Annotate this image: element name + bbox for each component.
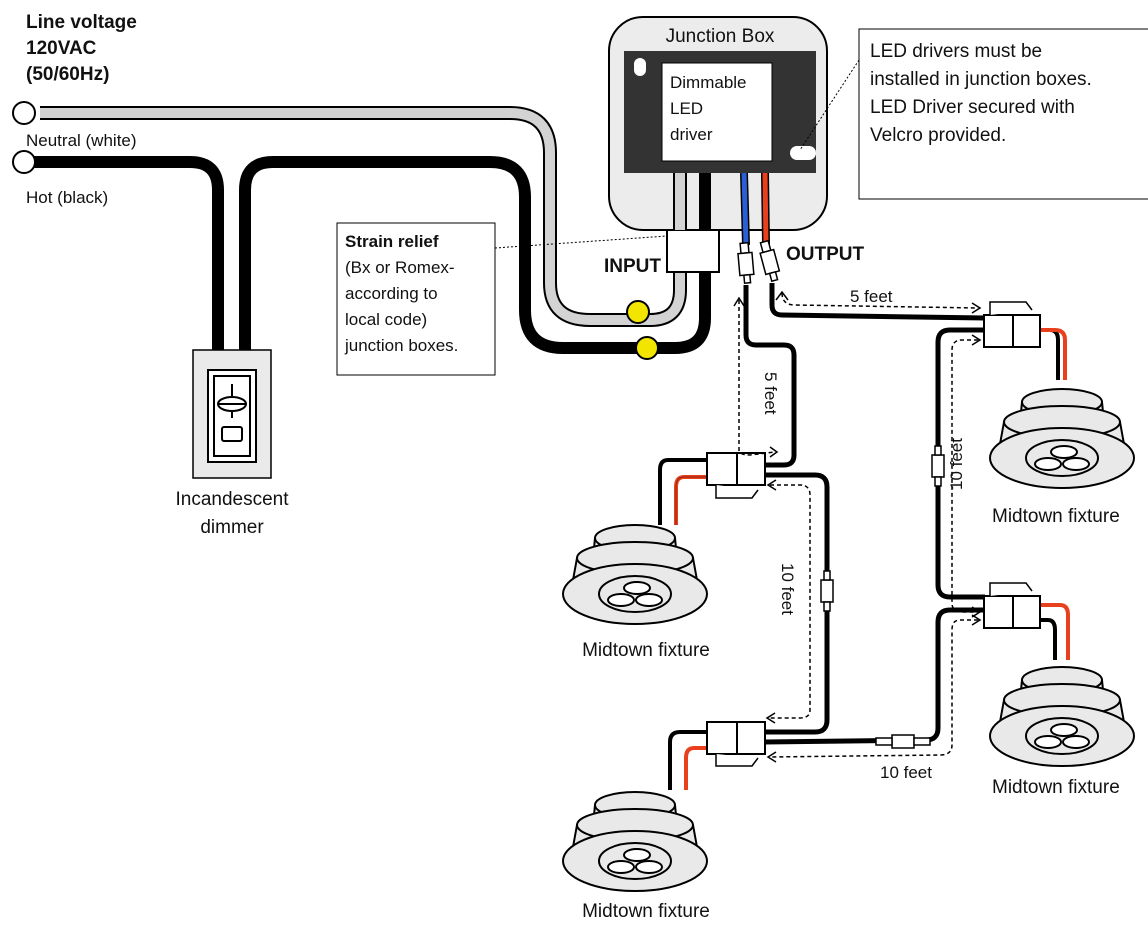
inline-plug-horizontal bbox=[875, 734, 931, 749]
driver-label-line3: driver bbox=[670, 125, 713, 144]
fixture-leads bbox=[658, 328, 1070, 790]
inline-plug-vertical-left bbox=[820, 570, 834, 612]
note-box bbox=[858, 28, 1148, 200]
junction-box-title: Junction Box bbox=[666, 26, 775, 47]
dimension-lines bbox=[738, 292, 979, 758]
strain-relief-leader bbox=[494, 235, 668, 249]
incandescent-dimmer bbox=[192, 349, 272, 479]
output-wires bbox=[740, 172, 770, 246]
dimmer-label-line1: Incandescent bbox=[175, 489, 289, 510]
hot-wire bbox=[26, 156, 711, 360]
driver-label-line1: Dimmable bbox=[670, 73, 747, 92]
dimension-arrowheads bbox=[733, 290, 982, 763]
inline-plug-vertical-right bbox=[931, 445, 945, 487]
output-connector-blue bbox=[737, 241, 755, 285]
line-frequency-label: (50/60Hz) bbox=[26, 64, 109, 85]
fixture-2 bbox=[989, 388, 1135, 489]
hot-label: Hot (black) bbox=[26, 188, 108, 207]
fixture-4-label: Midtown fixture bbox=[582, 901, 710, 922]
fixture-1 bbox=[562, 524, 708, 625]
fixture-3-label: Midtown fixture bbox=[992, 777, 1120, 798]
fixture-2-label: Midtown fixture bbox=[992, 506, 1120, 527]
note-line1: LED drivers must be bbox=[870, 41, 1042, 62]
note-line2: installed in junction boxes. bbox=[870, 69, 1092, 90]
strain-relief-title: Strain relief bbox=[345, 232, 439, 251]
strain-relief-line4: junction boxes. bbox=[344, 336, 458, 355]
connector-block-left-bottom bbox=[706, 721, 766, 767]
output-connector-red bbox=[759, 239, 781, 283]
neutral-wire bbox=[40, 106, 687, 327]
hot-terminal bbox=[12, 150, 36, 174]
distance-right-top: 5 feet bbox=[850, 287, 893, 306]
wire-nut-neutral bbox=[626, 300, 650, 324]
connector-block-right-mid bbox=[983, 582, 1041, 629]
wire-nut-hot bbox=[635, 336, 659, 360]
junction-box bbox=[608, 16, 828, 273]
connector-block-left-mid bbox=[706, 452, 766, 499]
note-leader bbox=[799, 59, 860, 151]
fixture-1-label: Midtown fixture bbox=[582, 640, 710, 661]
neutral-label: Neutral (white) bbox=[26, 131, 137, 150]
fixture-cables bbox=[743, 283, 986, 745]
strain-relief-box bbox=[336, 222, 496, 376]
distance-left-vertical: 5 feet bbox=[761, 372, 780, 415]
output-label: OUTPUT bbox=[786, 244, 865, 265]
connector-block-right-top bbox=[983, 301, 1041, 348]
fixture-3 bbox=[989, 666, 1135, 767]
neutral-terminal bbox=[12, 101, 36, 125]
driver-label-line2: LED bbox=[670, 99, 703, 118]
strain-relief-line3: local code) bbox=[345, 310, 427, 329]
distance-left-middle: 10 feet bbox=[778, 563, 797, 615]
line-voltage-value: 120VAC bbox=[26, 38, 97, 59]
strain-relief-line1: (Bx or Romex- bbox=[345, 258, 455, 277]
dimmer-label-line2: dimmer bbox=[200, 517, 264, 538]
input-label: INPUT bbox=[604, 256, 661, 277]
distance-bottom: 10 feet bbox=[880, 763, 932, 782]
note-line3: LED Driver secured with bbox=[870, 97, 1075, 118]
line-voltage-label: Line voltage bbox=[26, 12, 137, 33]
strain-relief-line2: according to bbox=[345, 284, 438, 303]
fixture-4 bbox=[562, 791, 708, 892]
distance-right-vertical: 10 feet bbox=[947, 438, 966, 490]
note-line4: Velcro provided. bbox=[870, 125, 1006, 146]
